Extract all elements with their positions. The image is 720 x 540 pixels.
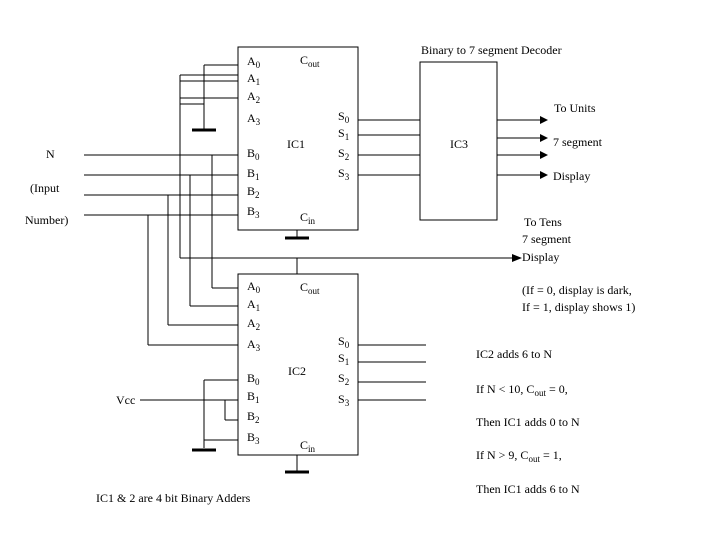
pin-label: B3 — [247, 430, 260, 446]
ic1-a-pin-labels: A0 A1 A2 A3 — [247, 54, 261, 127]
input-label-number: Number) — [25, 213, 68, 227]
ic1-cin-label: Cin — [300, 210, 316, 226]
arrow-tens — [512, 254, 522, 262]
pin-label: B1 — [247, 166, 260, 182]
arrow-u3 — [540, 171, 548, 179]
ic1-b-pin-labels: B0 B1 B2 B3 — [247, 146, 260, 220]
pin-label: S2 — [338, 146, 349, 162]
pin-label: A2 — [247, 89, 260, 105]
ic3-name: IC3 — [450, 137, 468, 151]
pin-label: A3 — [247, 111, 261, 127]
input-label-n: N — [46, 147, 55, 161]
units-label-2: 7 segment — [553, 135, 603, 149]
pin-label: B2 — [247, 409, 260, 425]
arrow-u1 — [540, 134, 548, 142]
arrow-u2 — [540, 151, 548, 159]
pin-label: A1 — [247, 71, 260, 87]
pin-label: S3 — [338, 392, 350, 408]
pin-label: B0 — [247, 146, 260, 162]
pin-label: S1 — [338, 126, 349, 142]
ic1-s-pin-labels: S0 S1 S2 S3 — [338, 109, 350, 182]
pin-label: S0 — [338, 109, 350, 125]
pin-label: S2 — [338, 371, 349, 387]
pin-label: B2 — [247, 184, 260, 200]
units-label-3: Display — [553, 169, 590, 183]
ic3-box — [419, 61, 498, 221]
ic2-cin-label: Cin — [300, 438, 316, 454]
pin-label: A0 — [247, 279, 261, 295]
tens-label-2: 7 segment — [522, 232, 572, 246]
note-ic2-adds-6: IC2 adds 6 to N — [476, 347, 552, 361]
units-label-1: To Units — [554, 101, 596, 115]
note-ic1-adds-0: Then IC1 adds 0 to N — [476, 415, 580, 429]
ic2-cout-label: Cout — [300, 280, 320, 296]
pin-label: B1 — [247, 389, 260, 405]
ic2-s-pin-labels: S0 S1 S2 S3 — [338, 334, 350, 408]
pin-label: A2 — [247, 316, 260, 332]
pin-label: A3 — [247, 337, 261, 353]
footer-note: IC1 & 2 are 4 bit Binary Adders — [96, 491, 251, 505]
pin-label: B3 — [247, 204, 260, 220]
pin-label: A1 — [247, 297, 260, 313]
ic1-name: IC1 — [287, 137, 305, 151]
tens-label-3: Display — [522, 250, 559, 264]
ic1-box — [237, 46, 359, 231]
dark-note-1: (If = 0, display is dark, — [522, 283, 632, 297]
input-label-input: (Input — [30, 181, 60, 195]
dark-note-2: If = 1, display shows 1) — [522, 300, 635, 314]
tens-label-1: To Tens — [524, 215, 562, 229]
pin-label: S1 — [338, 351, 349, 367]
ic2-b-pin-labels: B0 B1 B2 B3 — [247, 371, 260, 446]
note-n-gt-9: If N > 9, Cout = 1, — [476, 448, 562, 464]
pin-label: B0 — [247, 371, 260, 387]
pin-label: A0 — [247, 54, 261, 70]
ic3-title: Binary to 7 segment Decoder — [421, 43, 562, 57]
arrow-u0 — [540, 116, 548, 124]
note-ic1-adds-6: Then IC1 adds 6 to N — [476, 482, 580, 496]
note-n-lt-10: If N < 10, Cout = 0, — [476, 382, 568, 398]
pin-label: S3 — [338, 166, 350, 182]
ic1-cout-label: Cout — [300, 53, 320, 69]
vcc-label: Vcc — [116, 393, 135, 407]
ic2-name: IC2 — [288, 364, 306, 378]
ic2-box — [237, 273, 359, 456]
pin-label: S0 — [338, 334, 350, 350]
ic2-a-pin-labels: A0 A1 A2 A3 — [247, 279, 261, 353]
